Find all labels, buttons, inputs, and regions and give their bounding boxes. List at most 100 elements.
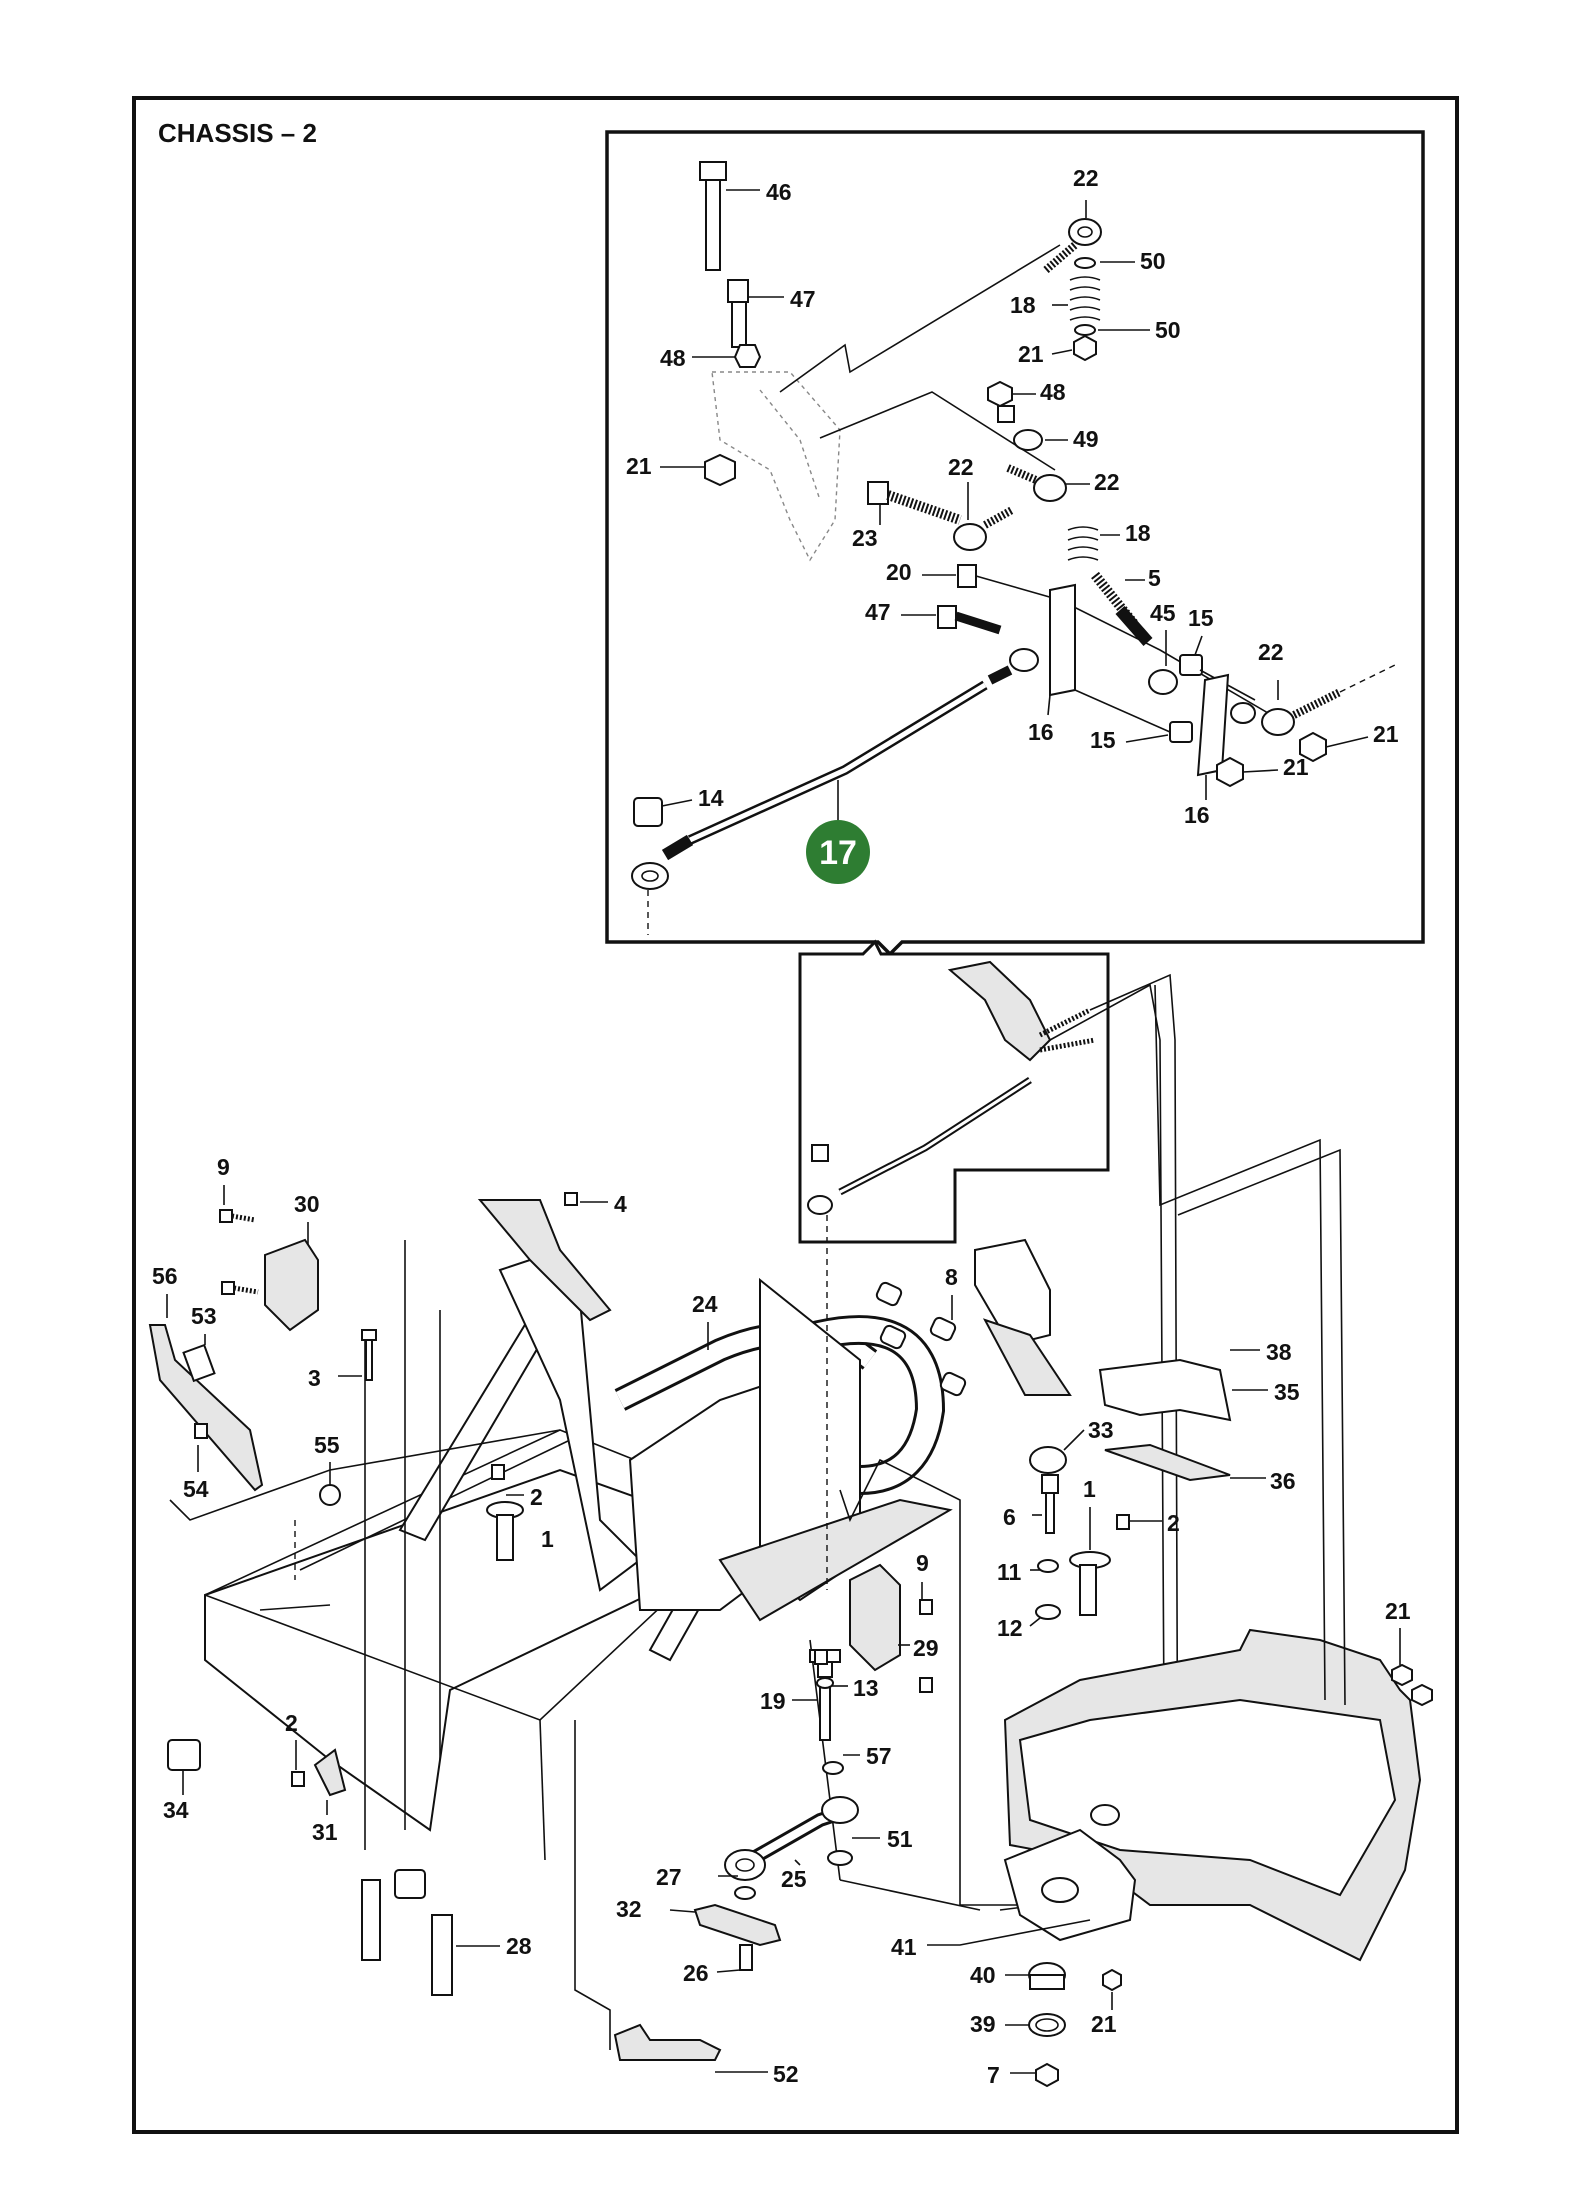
label-41: 41 — [891, 1934, 917, 1960]
label-51: 51 — [887, 1826, 913, 1852]
bolt-47-lower — [937, 605, 957, 629]
label-47: 47 — [865, 599, 891, 625]
nut-48 — [733, 344, 762, 368]
nut-21-left — [704, 453, 736, 487]
outer-frame — [132, 96, 1459, 2134]
label-14: 14 — [698, 785, 724, 811]
bushing-15-upper — [1179, 654, 1203, 676]
label-8: 8 — [945, 1264, 958, 1290]
nut-21-lower — [1216, 756, 1244, 788]
label-25: 25 — [781, 1866, 807, 1892]
label-34: 34 — [163, 1797, 189, 1823]
label-57: 57 — [866, 1743, 892, 1769]
callout-17-number: 17 — [819, 834, 857, 872]
label-3: 3 — [308, 1365, 321, 1391]
label-11: 11 — [997, 1559, 1022, 1585]
label-48: 48 — [660, 345, 686, 371]
label-39: 39 — [970, 2011, 996, 2037]
label-28: 28 — [506, 1933, 532, 1959]
label-13: 13 — [853, 1675, 879, 1701]
label-24: 24 — [692, 1291, 718, 1317]
right-parts — [194, 984, 1433, 2088]
label-50: 50 — [1155, 317, 1181, 343]
bolt-46-head — [699, 161, 727, 181]
label-7: 7 — [987, 2062, 1000, 2088]
label-22: 22 — [1073, 165, 1099, 191]
label-55: 55 — [314, 1432, 340, 1458]
label-19: 19 — [760, 1688, 786, 1714]
callout-17 — [806, 820, 870, 884]
rod-end-22-mid — [1033, 474, 1067, 502]
label-21: 21 — [1283, 754, 1309, 780]
label-27: 27 — [656, 1864, 682, 1890]
nut-14 — [633, 797, 663, 827]
detail-inset-frame — [605, 130, 1425, 957]
label-56: 56 — [152, 1263, 178, 1289]
label-46: 46 — [766, 179, 792, 205]
label-21: 21 — [1018, 341, 1044, 367]
washer-50-bottom — [1074, 324, 1096, 336]
bolt-23-head — [867, 481, 889, 505]
washer-50-top — [1074, 257, 1096, 269]
label-20: 20 — [886, 559, 912, 585]
label-21: 21 — [1091, 2011, 1117, 2037]
cap-34 — [167, 1739, 201, 1771]
label-21: 21 — [1373, 721, 1399, 747]
label-33: 33 — [1088, 1417, 1114, 1443]
label-35: 35 — [1274, 1379, 1300, 1405]
label-15: 15 — [1090, 727, 1116, 753]
label-15: 15 — [1188, 605, 1214, 631]
label-2: 2 — [285, 1710, 298, 1736]
label-5: 5 — [1148, 565, 1161, 591]
label-21: 21 — [1385, 1598, 1411, 1624]
label-18: 18 — [1125, 520, 1151, 546]
label-26: 26 — [683, 1960, 709, 1986]
rod-end-17-top — [1009, 648, 1039, 672]
pin-20 — [957, 564, 977, 588]
label-16: 16 — [1028, 719, 1054, 745]
rod-end-17-bottom — [631, 862, 669, 890]
label-16: 16 — [1184, 802, 1210, 828]
label-1: 1 — [541, 1526, 554, 1552]
locator-inset-frame — [798, 939, 1110, 1244]
part-labels: 46 22 50 47 18 50 48 21 48 49 21 22 22 2… — [152, 165, 1411, 2088]
label-23: 23 — [852, 525, 878, 551]
washer-49 — [1013, 429, 1043, 451]
spacer-47 — [727, 279, 749, 303]
label-38: 38 — [1266, 1339, 1292, 1365]
spring-18-top — [1069, 276, 1101, 321]
plate-16-left — [1049, 583, 1076, 697]
label-49: 49 — [1073, 426, 1099, 452]
label-9: 9 — [916, 1550, 929, 1576]
nut-21-right — [1299, 731, 1327, 763]
inset-parts — [631, 161, 1396, 935]
spring-18-lower — [1067, 526, 1099, 561]
label-36: 36 — [1270, 1468, 1296, 1494]
rod-end-22-top — [1068, 218, 1102, 246]
label-31: 31 — [312, 1819, 338, 1845]
label-2: 2 — [530, 1484, 543, 1510]
label-40: 40 — [970, 1962, 996, 1988]
locator-parts — [807, 960, 1179, 1881]
label-29: 29 — [913, 1635, 939, 1661]
label-53: 53 — [191, 1303, 217, 1329]
label-32: 32 — [616, 1896, 642, 1922]
label-22: 22 — [948, 454, 974, 480]
label-45: 45 — [1150, 600, 1176, 626]
nut-21-top — [1073, 334, 1097, 362]
label-22: 22 — [1094, 469, 1120, 495]
label-21: 21 — [626, 453, 652, 479]
label-2: 2 — [1167, 1510, 1180, 1536]
label-22: 22 — [1258, 639, 1284, 665]
label-1: 1 — [1083, 1476, 1096, 1502]
label-18: 18 — [1010, 292, 1036, 318]
page-title: CHASSIS – 2 — [158, 118, 317, 148]
label-9: 9 — [217, 1154, 230, 1180]
label-47: 47 — [790, 286, 816, 312]
label-12: 12 — [997, 1615, 1023, 1641]
bracket-ghost — [711, 371, 841, 562]
bushing-15-lower — [1169, 721, 1193, 743]
rod-end-45 — [1148, 669, 1178, 695]
label-6: 6 — [1003, 1504, 1016, 1530]
